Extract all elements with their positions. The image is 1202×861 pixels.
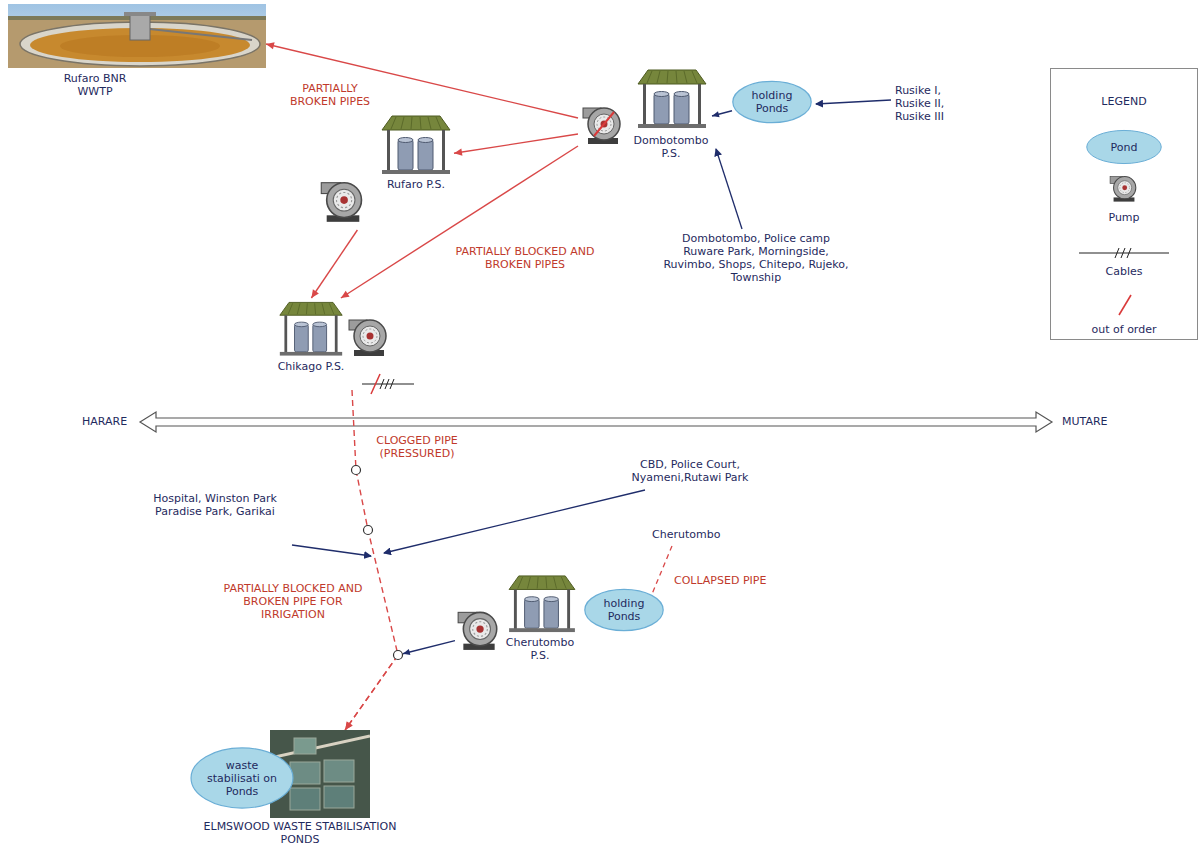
pipe-connector [345, 641, 455, 730]
arrow-head [311, 289, 318, 298]
pipe-line [403, 641, 455, 654]
area-label: HARARE [82, 415, 127, 428]
arrow-head [403, 649, 411, 655]
pond-text-holder: waste stabilisati on Ponds [190, 746, 294, 810]
stabilisation-ponds-site: ELMSWOOD WASTE STABILISATION PONDS waste … [190, 730, 410, 848]
station-label: Dombotombo P.S. [630, 134, 712, 160]
pond-ellipse [191, 748, 293, 808]
pipe-connector [341, 146, 578, 298]
pond-text-holder: holding Ponds [584, 588, 664, 632]
stabilisation-pond: waste stabilisati on Ponds [190, 746, 294, 810]
legend-text: Cables [1051, 265, 1197, 278]
pipe-junction [352, 466, 361, 475]
pipe-connector [311, 230, 357, 298]
inflow-arrow [384, 490, 645, 553]
inflow-arrow [716, 149, 742, 229]
arrow-head [345, 721, 353, 730]
pond-label: holding Ponds [742, 89, 801, 115]
area-label: Rusike I, Rusike II, Rusike III [895, 84, 969, 123]
holding-pond: holding Ponds [584, 588, 664, 632]
station-label: Rufaro P.S. [376, 178, 456, 191]
pipe-condition-label: PARTIALLY BLOCKED AND BROKEN PIPES [455, 245, 595, 271]
legend-title: LEGEND [1051, 95, 1197, 108]
collapsed-pipe [652, 546, 672, 594]
station-label: Rufaro BNR WWTP [55, 72, 135, 98]
arrow-head [454, 149, 462, 156]
pipe-line [266, 44, 578, 118]
station-label: ELMSWOOD WASTE STABILISATION PONDS [190, 820, 410, 846]
pond-ellipse [733, 81, 811, 122]
legend-text: out of order [1051, 323, 1197, 336]
pipe-connector [712, 111, 732, 117]
legend-text: Pump [1051, 211, 1197, 224]
pipe-line [341, 146, 578, 298]
legend-symbols [1051, 69, 1197, 339]
station-icon [578, 66, 712, 166]
area-label: MUTARE [1062, 415, 1108, 428]
area-label: Hospital, Winston Park Paradise Park, Ga… [138, 492, 292, 518]
pipe-condition-label: PARTIALLY BROKEN PIPES [280, 82, 380, 108]
pipe-connector [454, 134, 578, 156]
legend-box: LEGEND PondPumpCables out of order [1050, 68, 1198, 340]
holding-pond: holding Ponds [732, 80, 812, 124]
pond-text-holder: holding Ponds [732, 80, 812, 124]
site-photo [8, 4, 266, 104]
pipe-connector [266, 42, 578, 118]
road-arrow [140, 412, 1052, 432]
pump-station: Rufaro P.S. [316, 112, 454, 230]
pipe-line [345, 655, 398, 730]
pipe-line [454, 134, 578, 153]
pipe-junction [394, 651, 403, 660]
arrow-head [341, 291, 350, 298]
pump-station: Cherutombo P.S. [455, 572, 579, 670]
arrow-head [345, 721, 353, 730]
area-label: Cherutombo [652, 528, 720, 541]
arrow-head [712, 111, 720, 117]
station-label: Chikago P.S. [276, 360, 346, 373]
cable-symbol [362, 374, 414, 394]
legend-pond-sample [1087, 130, 1161, 163]
pipe-line [311, 230, 357, 298]
station-icon [276, 298, 394, 390]
area-label: CBD, Police Court, Nyameni,Rutawi Park [606, 458, 774, 484]
pond-label: waste stabilisati on Ponds [204, 759, 281, 798]
station-icon [455, 572, 579, 670]
pump-station: Chikago P.S. [276, 298, 394, 390]
pipe-condition-note: COLLAPSED PIPE [674, 574, 766, 587]
pond-ellipse [585, 589, 663, 630]
area-label: Dombotombo, Police camp Ruware Park, Mor… [660, 232, 852, 284]
legend-swatch-text-holder: Pond [1086, 129, 1162, 165]
pipe-condition-label: CLOGGED PIPE (PRESSURED) [367, 434, 467, 460]
legend-text: Pond [1111, 141, 1138, 154]
inflow-arrow [816, 100, 891, 104]
pond-label: holding Ponds [594, 597, 653, 623]
pipe-condition-note: PARTIALLY BLOCKED AND BROKEN PIPE FOR IR… [218, 582, 368, 621]
station-icon [316, 112, 454, 230]
arrow-head [266, 42, 275, 49]
pump-station: Dombotombo P.S. [578, 66, 712, 166]
treatment-plant: Rufaro BNR WWTP [8, 4, 266, 104]
station-label: Cherutombo P.S. [501, 636, 579, 662]
inflow-arrow [292, 545, 371, 556]
pipe-junction [364, 526, 373, 535]
